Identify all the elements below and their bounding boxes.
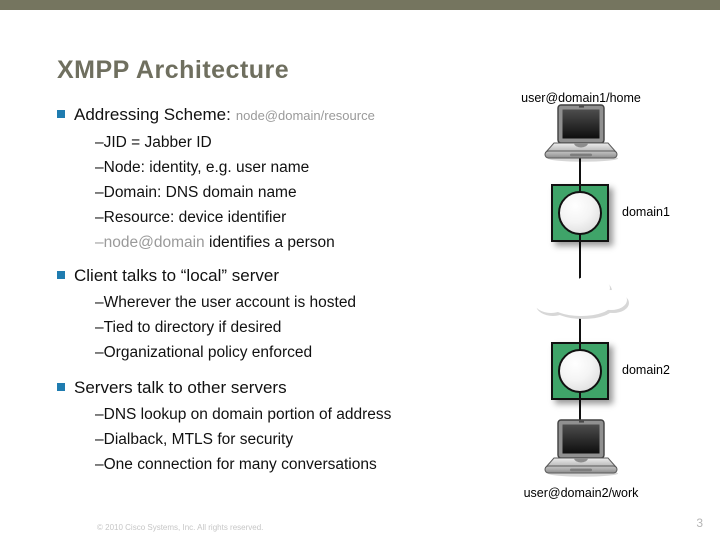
sub-bullet: –Organizational policy enforced (95, 340, 356, 365)
sub-bullet: –DNS lookup on domain portion of address (95, 402, 391, 427)
server-icon (551, 184, 609, 242)
bullet-label: Addressing Scheme: (74, 105, 231, 124)
sub-bullet-text: –JID = Jabber ID (95, 134, 212, 151)
bullet-square-icon (57, 271, 65, 279)
sub-bullet-text: –Node: identity, e.g. user name (95, 159, 310, 176)
bullet-label-suffix: node@domain/resource (235, 108, 375, 123)
bullet-label: Client talks to “local” server (74, 266, 280, 285)
server-internal-line (579, 344, 581, 398)
sub-bullet: –One connection for many conversations (95, 452, 391, 477)
sub-bullet-text: –Domain: DNS domain name (95, 184, 297, 201)
bullet-row: Client talks to “local” server (57, 265, 356, 286)
sub-bullet: –Resource: device identifier (95, 205, 375, 230)
sub-bullet-text: –Dialback, MTLS for security (95, 431, 294, 448)
laptop-icon (544, 419, 618, 477)
sub-bullet-text: –Resource: device identifier (95, 209, 287, 226)
sub-bullet-text: –One connection for many conversations (95, 456, 377, 473)
server-circle (558, 191, 602, 235)
server2-label: domain2 (622, 363, 670, 377)
bullet-label: Servers talk to other servers (74, 378, 287, 397)
sub-bullet: –node@domain identifies a person (95, 230, 375, 255)
bullet-square-icon (57, 383, 65, 391)
footer-copyright: © 2010 Cisco Systems, Inc. All rights re… (97, 523, 264, 532)
bullet-section-client: Client talks to “local” server –Wherever… (57, 265, 356, 365)
bullet-row: Addressing Scheme: node@domain/resource (57, 104, 375, 126)
sub-bullet: –Wherever the user account is hosted (95, 290, 356, 315)
sub-bullet: –Dialback, MTLS for security (95, 427, 391, 452)
sub-bullet-text: identifies a person (204, 234, 335, 251)
client1-jid-label: user@domain1/home (521, 91, 641, 105)
cloud-icon (534, 276, 629, 319)
bullet-square-icon (57, 110, 65, 118)
page-title: XMPP Architecture (57, 56, 290, 84)
sub-bullet-gray-text: –node@domain (95, 234, 205, 251)
top-accent-bar (0, 0, 720, 10)
bullet-row: Servers talk to other servers (57, 377, 391, 398)
laptop-icon (544, 104, 618, 162)
sub-bullet-text: –Organizational policy enforced (95, 344, 313, 361)
connector-line (579, 158, 581, 424)
sub-bullet: –Domain: DNS domain name (95, 180, 375, 205)
sub-bullet-text: –DNS lookup on domain portion of address (95, 406, 392, 423)
sub-bullet-text: –Tied to directory if desired (95, 319, 282, 336)
server-circle (558, 349, 602, 393)
server-icon (551, 342, 609, 400)
sub-bullet: –Tied to directory if desired (95, 315, 356, 340)
page-number: 3 (696, 516, 703, 530)
sub-bullet: –Node: identity, e.g. user name (95, 155, 375, 180)
server1-label: domain1 (622, 205, 670, 219)
client2-jid-label: user@domain2/work (523, 486, 639, 500)
sub-bullet: –JID = Jabber ID (95, 130, 375, 155)
server-internal-line (579, 186, 581, 240)
bullet-section-addressing: Addressing Scheme: node@domain/resource –… (57, 104, 375, 255)
bullet-section-servers: Servers talk to other servers –DNS looku… (57, 377, 391, 477)
sub-bullet-text: –Wherever the user account is hosted (95, 294, 357, 311)
